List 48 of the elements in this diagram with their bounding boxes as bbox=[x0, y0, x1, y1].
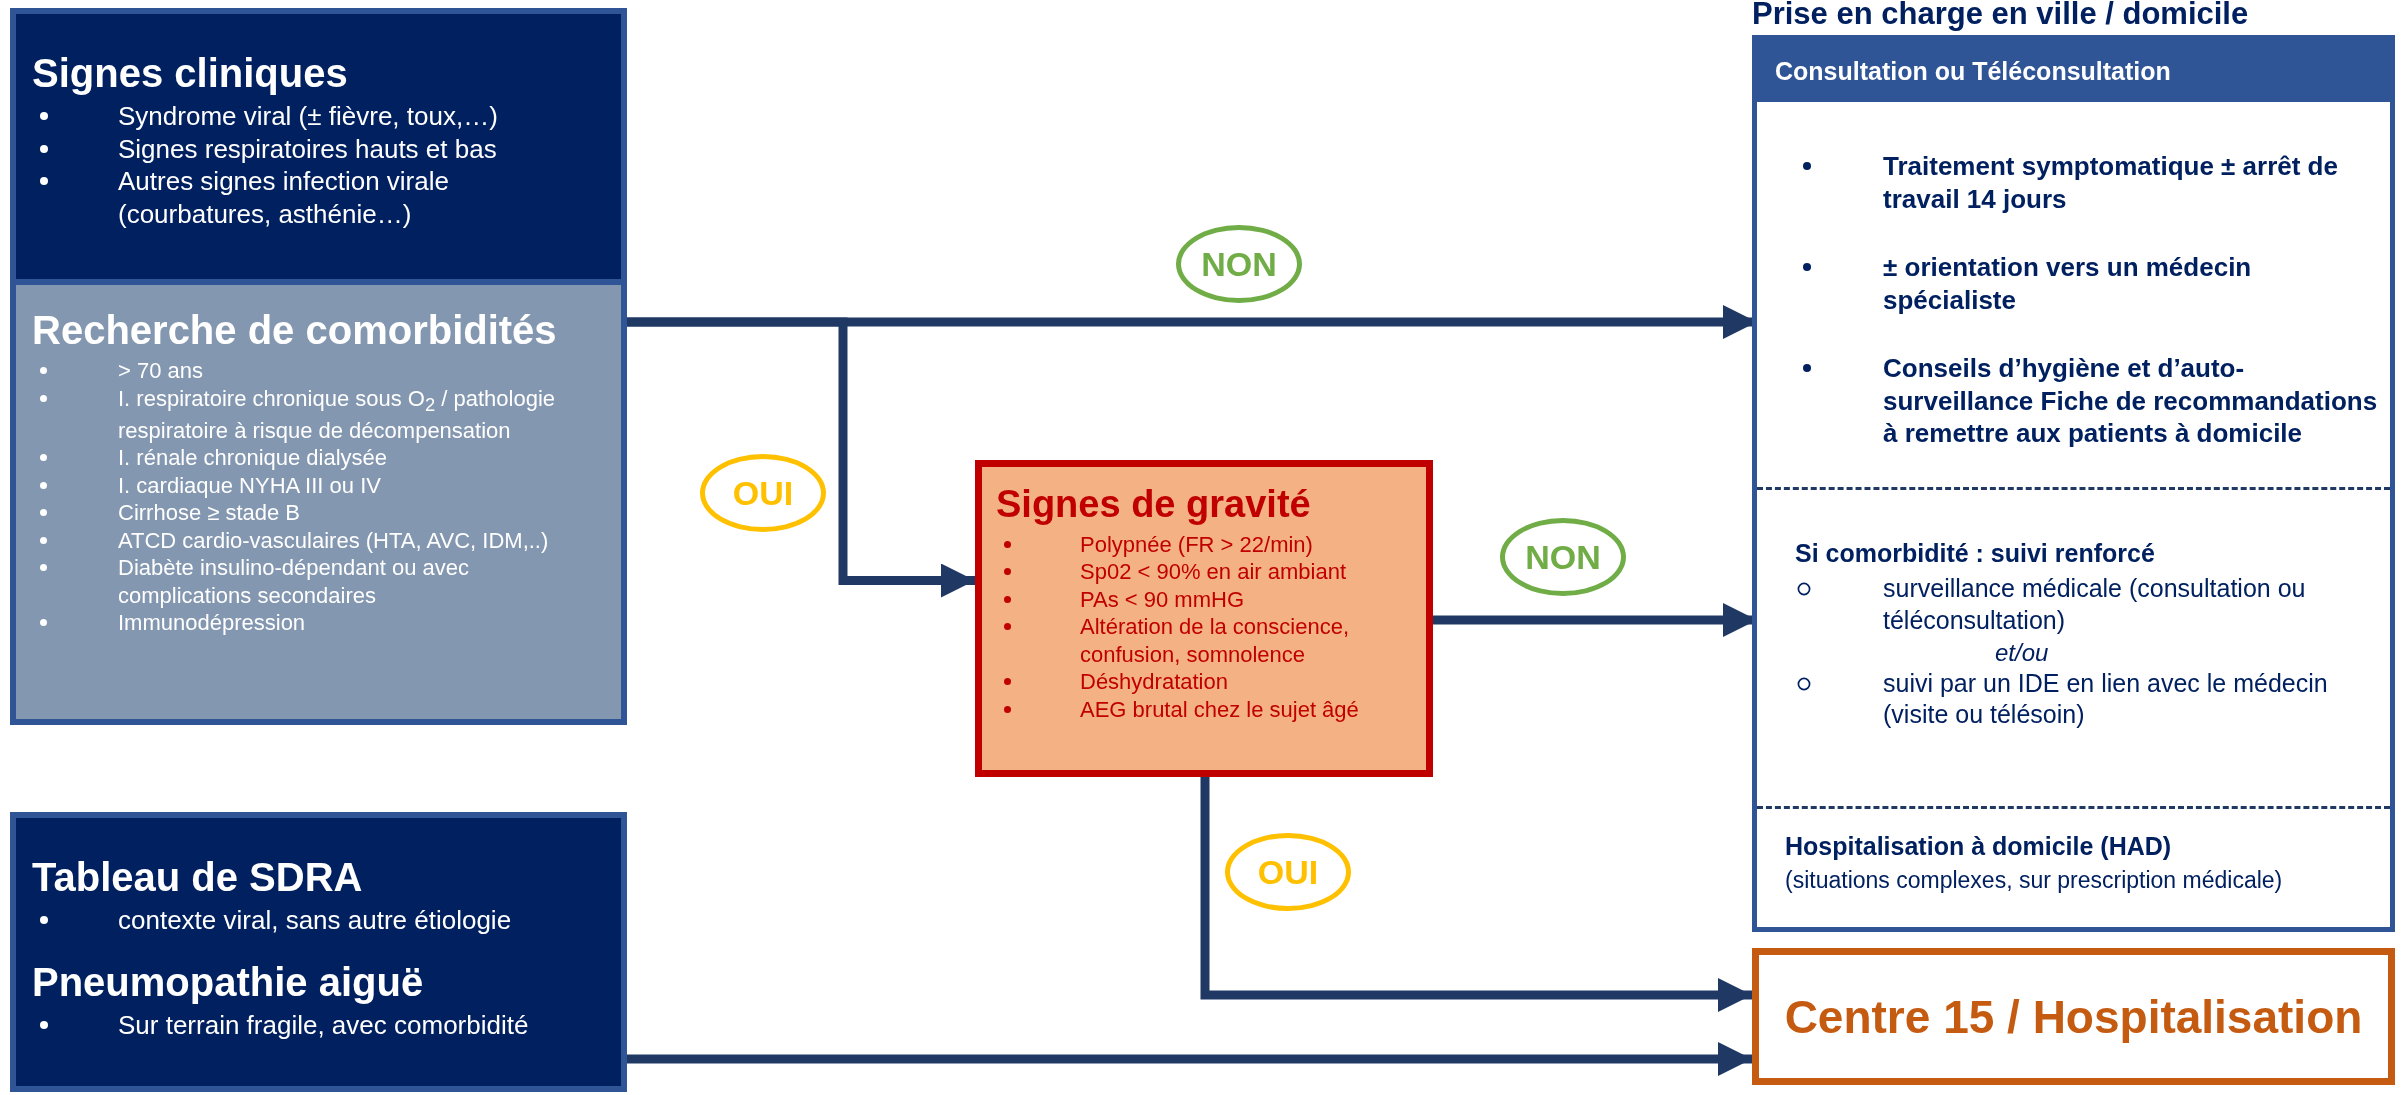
box-heading: Pneumopathie aiguë bbox=[32, 958, 425, 1005]
edge-label: NON bbox=[1176, 225, 1302, 303]
box-heading: Signes cliniques bbox=[32, 50, 349, 96]
bullet-item: Diabète insulino-dépendant ou avec complications secondaires bbox=[118, 555, 470, 608]
box-heading: Tableau de SDRA bbox=[32, 854, 364, 900]
bullet-item: Sp02 < 90% en air ambiant bbox=[1080, 559, 1346, 585]
connector-text: et/ou bbox=[1994, 637, 2050, 668]
box-title: Centre 15 / Hospitalisation bbox=[1784, 989, 2363, 1044]
edge-label: OUI bbox=[1225, 833, 1351, 911]
arrow bbox=[627, 1042, 1752, 1076]
bullet-item: Polypnée (FR > 22/min) bbox=[1080, 531, 1313, 557]
bullet-item: PAs < 90 mmHG bbox=[1080, 586, 1245, 612]
bullet-item: AEG brutal chez le sujet âgé bbox=[1080, 696, 1359, 722]
bullet-item: Cirrhose ≥ stade B bbox=[118, 500, 301, 526]
box-heading: Signes de gravité bbox=[996, 483, 1312, 527]
bullet-item: surveillance médicale (consultation ou téléconsultation) bbox=[1883, 574, 2306, 634]
bullet-item: I. cardiaque NYHA III ou IV bbox=[118, 472, 381, 498]
bullet-item: Signes respiratoires hauts et bas bbox=[118, 133, 497, 164]
section-heading: Hospitalisation à domicile (HAD) bbox=[1785, 831, 2173, 862]
section-heading: Si comorbidité : suivi renforcé bbox=[1795, 538, 2156, 569]
process-box bbox=[10, 812, 627, 1092]
box-heading: Recherche de comorbidités bbox=[32, 307, 558, 353]
bullet-item: Syndrome viral (± fièvre, toux,…) bbox=[118, 101, 498, 131]
bullet-item: Sur terrain fragile, avec comorbidité bbox=[118, 1009, 529, 1040]
body-text: (situations complexes, sur prescription médicale) bbox=[1785, 866, 2284, 895]
edge-label: NON bbox=[1500, 518, 1626, 596]
bullet-item: Conseils d’hygiène et d’auto-surveillance Fiche de recommandations à remettre aux patients à domicile bbox=[1883, 353, 2378, 448]
header-bar: Consultation ou Téléconsultation bbox=[1757, 40, 2390, 102]
bullet-item: Autres signes infection virale (courbatures, asthénie…) bbox=[118, 166, 449, 229]
edge-label: OUI bbox=[700, 454, 826, 532]
bullet-item: contexte viral, sans autre étiologie bbox=[118, 905, 512, 935]
bullet-item: Traitement symptomatique ± arrêt de travail 14 jours bbox=[1883, 151, 2338, 214]
process-box bbox=[975, 460, 1433, 777]
bullet-item: I. respiratoire chronique sous O$_{2}$ / pathologie respiratoire à risque de décompensation bbox=[118, 385, 555, 443]
arrow bbox=[1200, 777, 1752, 1012]
bullet-item: Immunodépression bbox=[118, 610, 306, 636]
arrow bbox=[627, 317, 975, 598]
bullet-item: ± orientation vers un médecin spécialiste bbox=[1883, 252, 2252, 315]
bullet-item: suivi par un IDE en lien avec le médecin (visite ou télésoin) bbox=[1883, 668, 2328, 728]
bullet-item: ATCD cardio-vasculaires (HTA, AVC, IDM,..) bbox=[118, 527, 549, 553]
process-box bbox=[10, 285, 627, 725]
bullet-item: Altération de la conscience, confusion, somnolence bbox=[1080, 614, 1350, 667]
bullet-item: Déshydratation bbox=[1080, 669, 1228, 695]
target-box bbox=[1752, 948, 2395, 1085]
bullet-item: > 70 ans bbox=[118, 358, 203, 383]
panel-heading: Prise en charge en ville / domicile bbox=[1752, 0, 2249, 32]
bullet-item: I. rénale chronique dialysée bbox=[118, 445, 388, 471]
process-box bbox=[10, 8, 627, 285]
